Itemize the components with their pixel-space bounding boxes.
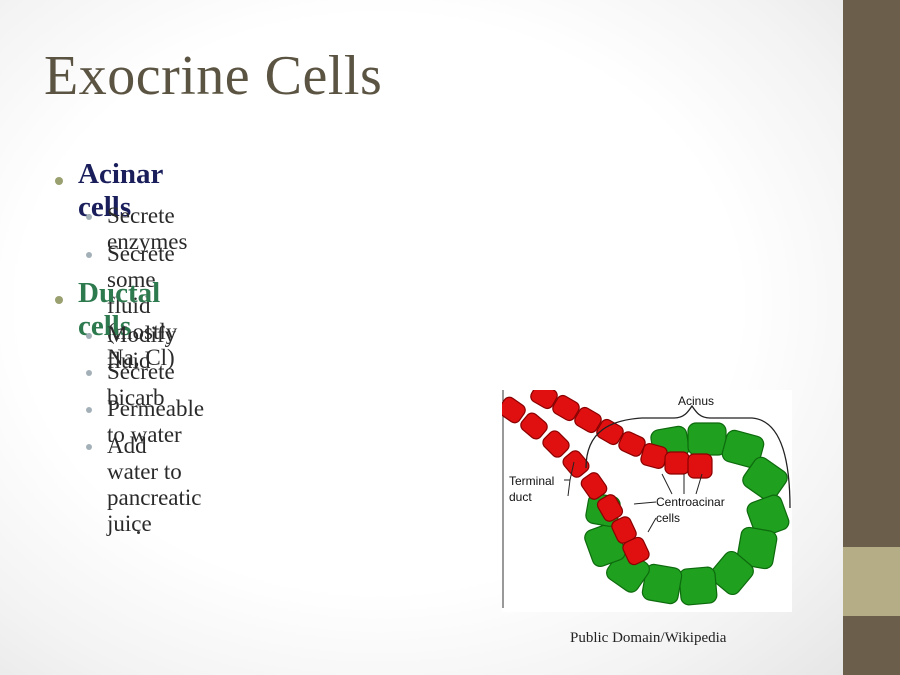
- duct-cell: [596, 494, 624, 522]
- sub-bullet-secrete-bicarb: Secrete bicarb: [107, 359, 175, 410]
- sub-bullet-secrete-enzymes: Secrete enzymes: [107, 203, 188, 254]
- acinar-cell: [678, 566, 718, 606]
- label-acinus: Acinus: [678, 394, 714, 408]
- label-terminal-duct-line1: Terminal: [509, 474, 554, 488]
- image-credit: Public Domain/Wikipedia: [570, 630, 727, 646]
- acinar-cell: [710, 550, 754, 596]
- sub-bullet-modify-fluid: Modify fluid: [107, 322, 176, 373]
- label-centroacinar-line2: cells: [656, 511, 680, 525]
- centroacinar-leaders: [633, 473, 703, 533]
- acinar-cell: [641, 563, 683, 605]
- acinus-brace: [585, 404, 791, 509]
- duct-cell: [664, 451, 690, 475]
- duct-cell: [520, 412, 548, 440]
- acinar-cell: [687, 422, 727, 456]
- stray-dot: [137, 531, 140, 534]
- acinus-diagram: Acinus Terminal duct Centroacinar cells: [498, 382, 792, 612]
- duct-cells: [498, 382, 713, 566]
- acinar-cell: [736, 526, 778, 570]
- label-terminal-duct-line2: duct: [509, 490, 532, 504]
- bullet-ductal-cells: Ductal cells: [78, 277, 161, 342]
- bullet-dot: [55, 177, 63, 185]
- duct-cell: [542, 430, 570, 458]
- sidebar-decoration-bottom: [843, 616, 900, 675]
- bullet-acinar-cells: Acinar cells: [78, 158, 163, 223]
- duct-cell: [498, 396, 526, 424]
- sub-bullet-add-water: Add water to pancreatic juice: [107, 433, 202, 536]
- duct-cell: [574, 406, 602, 434]
- leader-line: [661, 473, 673, 495]
- sub-bullet-dot: [86, 444, 92, 450]
- terminal-duct-leader: [564, 461, 575, 497]
- label-centroacinar-line1: Centroacinar: [656, 495, 725, 509]
- slide-title: Exocrine Cells: [44, 45, 383, 107]
- leader-line: [633, 501, 657, 505]
- duct-cell: [552, 394, 580, 422]
- duct-cell: [580, 472, 608, 500]
- sub-bullet-dot: [86, 407, 92, 413]
- acinus-diagram-svg: Acinus Terminal duct Centroacinar cells: [498, 382, 792, 612]
- sub-bullet-dot: [86, 370, 92, 376]
- sub-bullet-secrete-fluid: Secrete some fluid (mostly Na, Cl): [107, 241, 178, 370]
- sub-bullet-permeable-to-water: Permeable to water: [107, 396, 205, 447]
- sub-bullet-dot: [86, 214, 92, 220]
- leader-line: [695, 473, 703, 495]
- duct-cell: [687, 453, 713, 479]
- leader-line: [647, 517, 657, 533]
- acinar-cell: [742, 456, 788, 502]
- bullet-dot: [55, 296, 63, 304]
- sub-bullet-dot: [86, 252, 92, 258]
- sidebar-decoration-top: [843, 0, 900, 547]
- duct-cell: [622, 536, 650, 566]
- acinar-cell: [721, 429, 765, 469]
- duct-cell: [562, 450, 590, 478]
- sidebar-decoration-band: [843, 547, 900, 616]
- sub-bullet-dot: [86, 333, 92, 339]
